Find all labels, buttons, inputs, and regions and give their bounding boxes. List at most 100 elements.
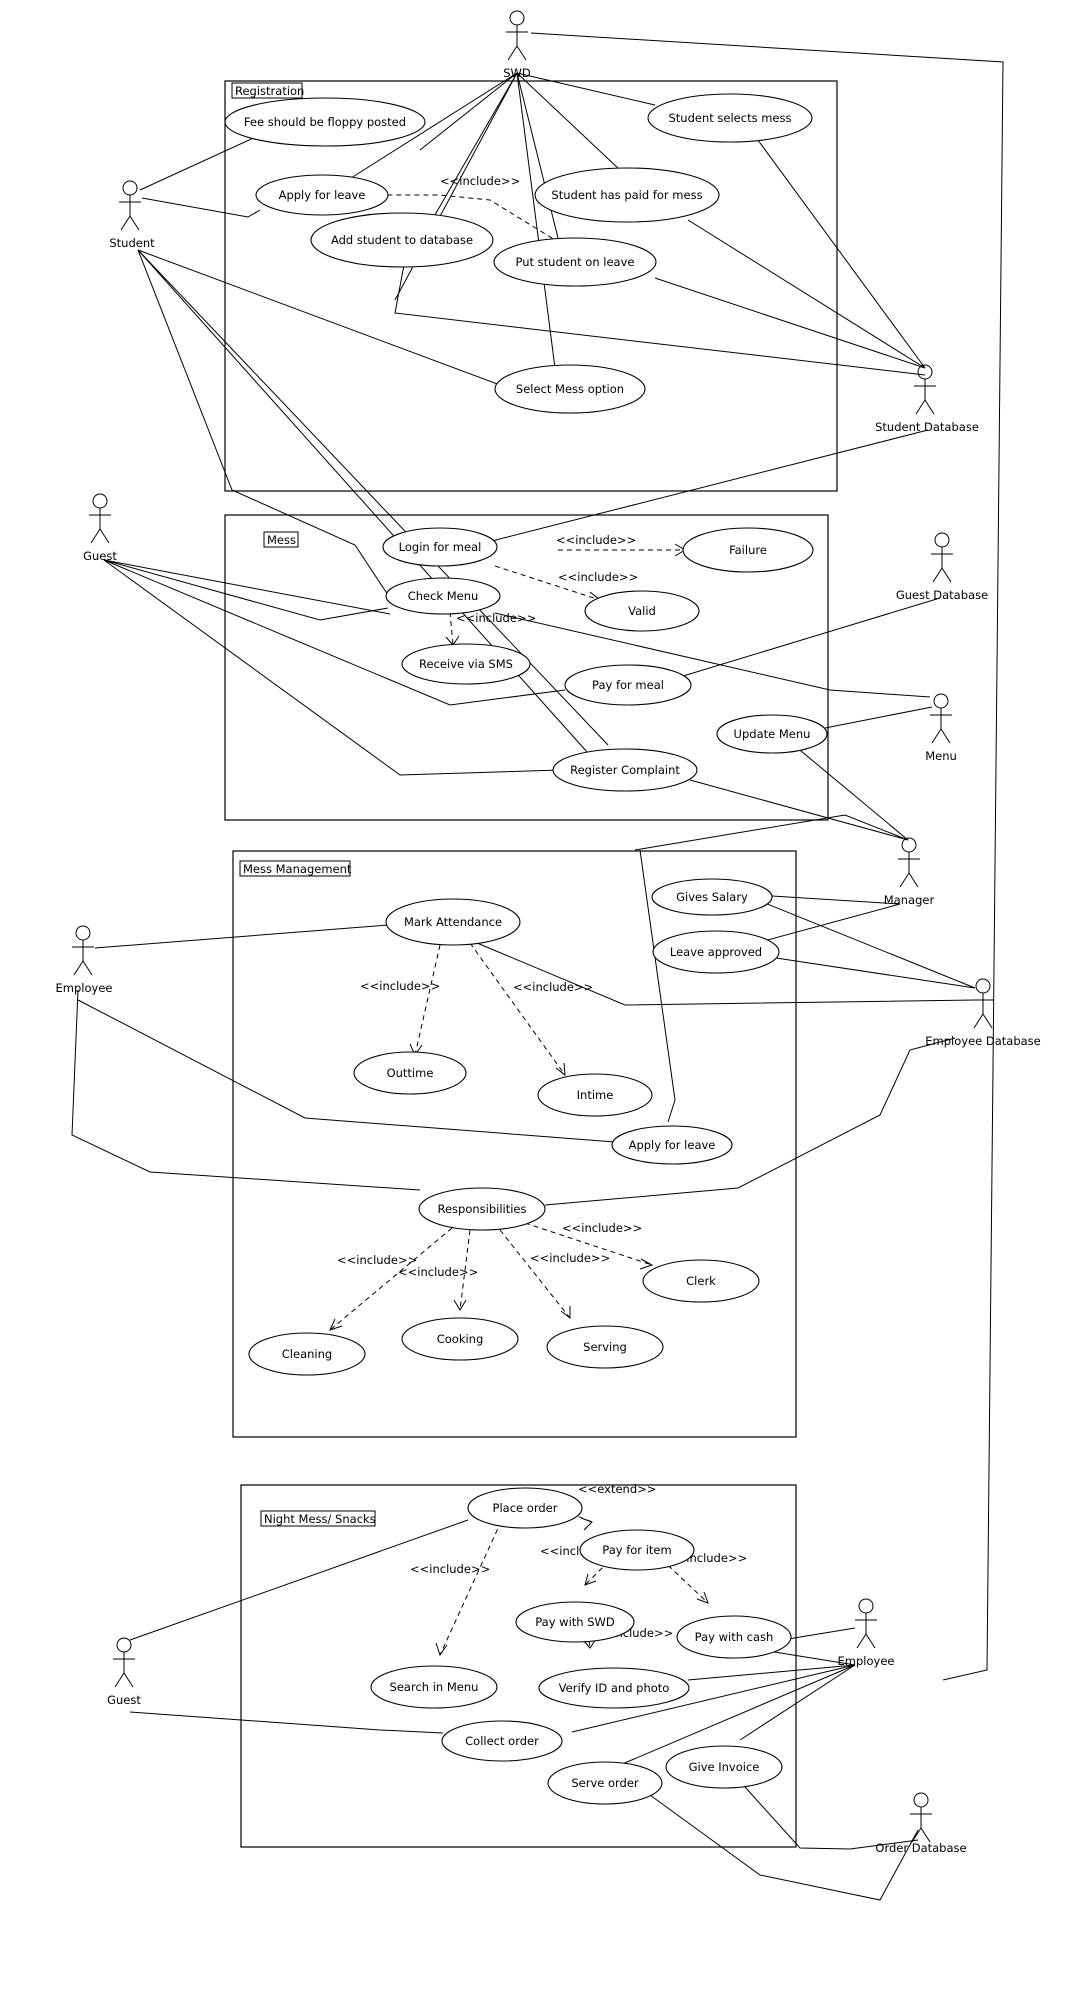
svg-text:Pay for meal: Pay for meal [592,678,664,692]
svg-text:Register Complaint: Register Complaint [570,763,680,777]
svg-text:Leave approved: Leave approved [670,945,762,959]
usecase-apply-leave-employee[interactable]: Apply for leave [611,1125,733,1165]
include-label-failure: <<include>> [556,533,636,547]
include-label-clerk: <<include>> [562,1221,642,1235]
actor-guest-database[interactable]: Guest Database [896,532,988,602]
svg-text:Apply for leave: Apply for leave [629,1138,716,1152]
usecase-mark-attendance[interactable]: Mark Attendance [385,898,521,946]
actor-swd[interactable]: SWD [503,10,531,80]
actor-swd-label: SWD [503,66,531,80]
usecase-failure[interactable]: Failure [682,527,814,573]
package-night-mess-label: Night Mess/ Snacks [264,1512,376,1526]
svg-text:Cooking: Cooking [437,1332,484,1346]
usecase-place-order[interactable]: Place order [467,1487,583,1529]
svg-text:Serve order: Serve order [571,1776,639,1790]
usecase-fee-floppy[interactable]: Fee should be floppy posted [224,97,426,147]
usecase-valid[interactable]: Valid [584,590,700,632]
usecase-responsibilities[interactable]: Responsibilities [418,1187,546,1231]
package-mess-management: Mess Management [232,850,797,1438]
svg-text:Give Invoice: Give Invoice [689,1760,760,1774]
svg-text:Student selects mess: Student selects mess [668,111,791,125]
svg-text:Pay for item: Pay for item [602,1543,671,1557]
package-mess: Mess [224,514,829,821]
include-label-reg: <<include>> [440,174,520,188]
associations [71,32,1004,1901]
usecase-pay-meal[interactable]: Pay for meal [564,664,692,706]
actor-employee-right[interactable]: Employee [838,1598,895,1668]
svg-text:Apply for leave: Apply for leave [279,188,366,202]
actor-order-database-label: Order Database [875,1841,966,1855]
usecase-apply-leave-registration[interactable]: Apply for leave [255,174,389,216]
svg-text:Put student on leave: Put student on leave [516,255,635,269]
svg-text:Intime: Intime [577,1088,614,1102]
actor-guest-top-label: Guest [83,549,117,563]
svg-text:Select Mess option: Select Mess option [516,382,624,396]
actor-employee-left[interactable]: Employee [56,925,113,995]
usecase-cooking[interactable]: Cooking [401,1317,519,1361]
actor-guest-top[interactable]: Guest [83,493,117,563]
actor-manager[interactable]: Manager [884,837,935,907]
actor-student[interactable]: Student [109,180,155,250]
svg-text:Mark Attendance: Mark Attendance [404,915,502,929]
svg-text:Collect order: Collect order [465,1734,539,1748]
usecase-put-student-leave[interactable]: Put student on leave [493,237,657,287]
actors: SWD Student Student Database Guest [56,10,1041,1855]
svg-text:Valid: Valid [628,604,656,618]
svg-text:Clerk: Clerk [686,1274,716,1288]
usecase-leave-approved[interactable]: Leave approved [652,930,780,974]
svg-text:Cleaning: Cleaning [282,1347,332,1361]
usecase-update-menu[interactable]: Update Menu [716,714,828,754]
usecase-intime[interactable]: Intime [537,1073,653,1117]
actor-guest-bottom-label: Guest [107,1693,141,1707]
svg-text:Place order: Place order [493,1501,558,1515]
actor-student-database[interactable]: Student Database [875,364,979,434]
package-registration: Registration [224,80,838,492]
usecase-receive-sms[interactable]: Receive via SMS [401,643,531,685]
package-mess-label: Mess [267,533,296,547]
usecase-pay-cash[interactable]: Pay with cash [676,1615,792,1659]
usecase-serving[interactable]: Serving [546,1325,664,1369]
actor-employee-right-label: Employee [838,1654,895,1668]
actor-manager-label: Manager [884,893,935,907]
svg-text:Student has paid for mess: Student has paid for mess [551,188,702,202]
usecase-cleaning[interactable]: Cleaning [248,1332,366,1376]
include-label-cooking: <<include>> [398,1265,478,1279]
actor-guest-database-label: Guest Database [896,588,988,602]
svg-text:Gives Salary: Gives Salary [676,890,748,904]
usecase-register-complaint[interactable]: Register Complaint [552,748,698,792]
actor-employee-database-label: Employee Database [925,1034,1040,1048]
svg-text:Pay with SWD: Pay with SWD [535,1615,615,1629]
actor-employee-left-label: Employee [56,981,113,995]
include-label-intime: <<include>> [513,980,593,994]
svg-text:Pay with cash: Pay with cash [695,1630,774,1644]
usecase-pay-swd[interactable]: Pay with SWD [515,1601,635,1643]
usecases: Fee should be floppy posted Student sele… [224,93,828,1805]
usecase-collect-order[interactable]: Collect order [441,1720,563,1762]
usecase-verify-id[interactable]: Verify ID and photo [538,1667,690,1709]
usecase-pay-item[interactable]: Pay for item [579,1529,695,1571]
usecase-clerk[interactable]: Clerk [642,1259,760,1303]
include-label-outtime: <<include>> [360,979,440,993]
actor-menu-label: Menu [925,749,957,763]
actor-employee-database[interactable]: Employee Database [925,978,1041,1048]
svg-text:Receive via SMS: Receive via SMS [419,657,513,671]
usecase-login-meal[interactable]: Login for meal [382,527,498,567]
actor-order-database[interactable]: Order Database [875,1792,967,1855]
usecase-add-student-database[interactable]: Add student to database [310,212,494,268]
actor-menu[interactable]: Menu [925,693,957,763]
usecase-select-mess-option[interactable]: Select Mess option [494,364,646,414]
usecase-student-selects-mess[interactable]: Student selects mess [647,93,813,143]
usecase-gives-salary[interactable]: Gives Salary [651,878,773,916]
usecase-check-menu[interactable]: Check Menu [385,577,501,615]
usecase-outtime[interactable]: Outtime [353,1051,467,1095]
usecase-student-paid-mess[interactable]: Student has paid for mess [534,167,720,223]
actor-guest-bottom[interactable]: Guest [107,1637,141,1707]
usecase-serve-order[interactable]: Serve order [547,1761,663,1805]
usecase-search-menu[interactable]: Search in Menu [370,1665,498,1709]
svg-text:Serving: Serving [583,1340,627,1354]
svg-text:Responsibilities: Responsibilities [437,1202,526,1216]
package-mess-management-label: Mess Management [243,862,352,876]
svg-text:Fee should be floppy posted: Fee should be floppy posted [244,115,406,129]
usecase-give-invoice[interactable]: Give Invoice [665,1745,783,1789]
